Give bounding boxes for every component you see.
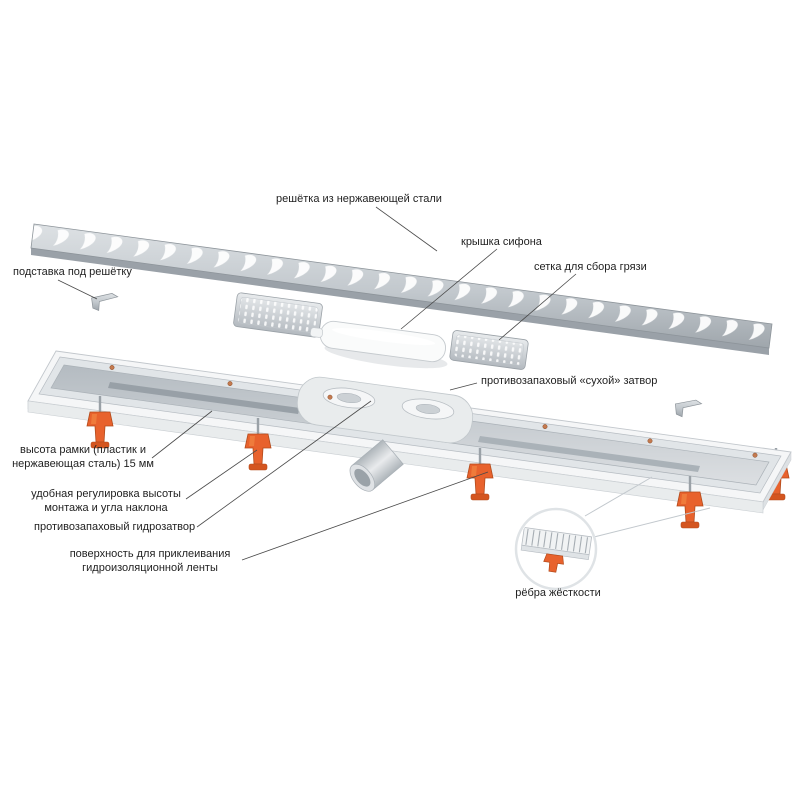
label-glue-surface: поверхность для приклеивания гидроизоляц… xyxy=(69,548,231,575)
label-ribs: рёбра жёсткости xyxy=(515,587,601,599)
flange-screws xyxy=(109,365,758,458)
label-grate: решётка из нержавеющей стали xyxy=(276,193,442,205)
leader-grate xyxy=(375,206,438,252)
leader-height-adjust xyxy=(185,449,258,500)
leader-dirt-mesh xyxy=(498,273,577,341)
drain-funnel-left xyxy=(322,387,376,409)
label-dry-trap: противозапаховый «сухой» затвор xyxy=(481,375,658,387)
grate-stand-bracket-right xyxy=(673,397,703,419)
label-frame-height: высота рамки (пластик и нержавеющая стал… xyxy=(12,444,154,471)
stainless-grate xyxy=(30,223,773,355)
label-height-adjust: удобная регулировка высоты монтажа и угл… xyxy=(31,488,181,515)
ribs-detail-inset xyxy=(514,476,711,591)
leader-glue-surface xyxy=(241,471,489,561)
label-grate-stand: подставка под решётку xyxy=(13,266,132,278)
grate-stand-bracket-left xyxy=(90,291,119,313)
drain-funnel-right xyxy=(401,398,455,420)
siphon-cover xyxy=(310,320,448,369)
leader-lines xyxy=(57,206,577,561)
dirt-mesh-plate-left xyxy=(233,292,323,338)
label-siphon-cover: крышка сифона xyxy=(461,236,542,248)
leader-grate-stand xyxy=(57,279,98,300)
dirt-mesh-plate-right xyxy=(449,330,529,370)
outlet-pipe xyxy=(349,439,404,492)
leader-dry-trap xyxy=(449,382,478,391)
label-water-trap: противозапаховый гидрозатвор xyxy=(34,521,196,533)
label-dirt-mesh: сетка для сбора грязи xyxy=(534,261,647,273)
leader-water-trap xyxy=(196,400,372,528)
leader-siphon-cover xyxy=(400,248,498,330)
leader-frame-height xyxy=(151,410,213,459)
